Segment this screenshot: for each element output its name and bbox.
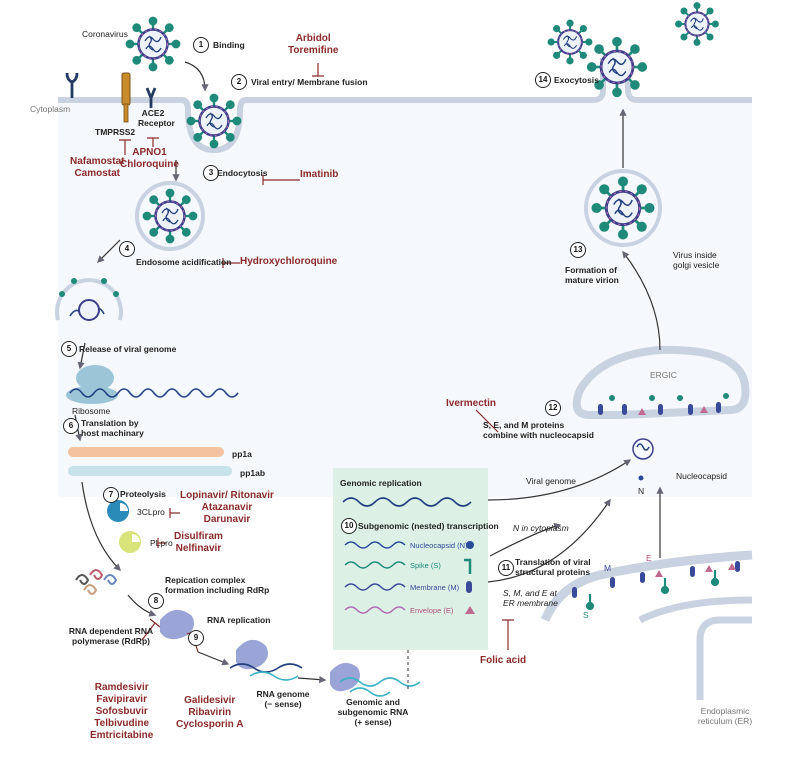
step-10-label: Subgenomic (nested) transcription <box>358 521 499 531</box>
ergic-membrane <box>572 345 750 419</box>
viral-mrna <box>69 388 239 398</box>
step-7-label: Proteolysis <box>120 489 166 499</box>
box-title: Genomic replication <box>340 478 422 488</box>
step-1-marker: 1 <box>193 37 209 53</box>
er-membrane <box>540 550 753 622</box>
step-2-marker: 2 <box>231 74 247 90</box>
drug-imatinib: Imatinib <box>300 169 339 180</box>
rna-genome-label: RNA genome(− sense) <box>256 689 310 710</box>
drug-folic: Folic acid <box>480 655 527 666</box>
cytoplasm-label: Cytoplasm <box>30 104 71 114</box>
step-10-marker: 10 <box>341 518 357 534</box>
m-letter-label: M <box>604 563 612 573</box>
tmprss2-label: TMPRSS2 <box>95 127 136 137</box>
drug-ivermectin: Ivermectin <box>446 398 497 409</box>
step-9-label: RNA replication <box>207 615 271 625</box>
step-4-marker: 4 <box>119 241 135 257</box>
step-3-marker: 3 <box>203 165 219 181</box>
ribosome-label: Ribosome <box>72 406 111 416</box>
step-8-marker: 8 <box>148 593 164 609</box>
nucleocapsid-label: Nucleocapsid <box>676 471 728 481</box>
n-letter-label: N <box>638 486 645 496</box>
pp1a-label: pp1a <box>232 449 252 459</box>
s-letter-label: S <box>583 610 589 620</box>
n-in-cytoplasm-label: N in cytoplasm <box>513 523 569 533</box>
legend-item-nucleocapsid-dot: Nucleocapsid (N) <box>410 541 468 550</box>
step-4-label: Endosome acidification <box>136 257 232 267</box>
3clpro-label: 3CLpro <box>137 507 165 517</box>
pp1ab-label: pp1ab <box>240 468 266 478</box>
legend-item-envelope-triangle: Envelope (E) <box>410 606 454 615</box>
step-1-label: Binding <box>213 40 245 50</box>
coronavirus-label: Coronavirus <box>82 29 128 39</box>
legend-item-membrane-protein: Membrane (M) <box>410 583 460 592</box>
viral-genome-label: Viral genome <box>526 476 576 486</box>
ergic-label: ERGIC <box>650 370 677 380</box>
step-12-marker: 12 <box>545 400 561 416</box>
step-7-marker: 7 <box>103 487 119 503</box>
step-2-label: Viral entry/ Membrane fusion <box>251 77 368 87</box>
drug-hcq: Hydroxychloroquine <box>240 256 338 267</box>
step-9-marker: 9 <box>188 630 204 646</box>
e-letter-label: E <box>646 553 652 563</box>
step-5-label: Release of viral genome <box>79 344 177 354</box>
plpro-label: PLpro <box>150 538 173 548</box>
step-3-label: Endocytosis <box>217 168 268 178</box>
step-14-label: Exocytosis <box>554 75 599 85</box>
step-13-marker: 13 <box>570 242 586 258</box>
plasma-membrane <box>58 58 606 154</box>
step-6-marker: 6 <box>63 418 79 434</box>
step-11-marker: 11 <box>498 560 514 576</box>
step-14-marker: 14 <box>535 72 551 88</box>
legend-item-spike-protein: Spike (S) <box>410 561 441 570</box>
step-5-marker: 5 <box>61 341 77 357</box>
